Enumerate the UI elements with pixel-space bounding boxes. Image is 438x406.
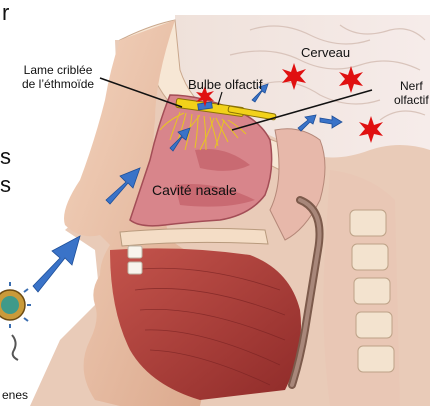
- cropped-text-mid-2: s: [0, 172, 11, 198]
- cropped-text-bottom: enes: [2, 388, 28, 402]
- lame-criblee-line1: Lame criblée: [22, 64, 94, 78]
- bulbe-olfactif-label: Bulbe olfactif: [188, 78, 262, 93]
- lame-criblee-label: Lame criblée de l’éthmoïde: [22, 64, 94, 92]
- nerf-line1: Nerf: [394, 80, 429, 94]
- nerf-line2: olfactif: [394, 94, 429, 108]
- cerveau-label: Cerveau: [301, 46, 350, 61]
- cropped-text-mid-1: s: [0, 144, 11, 170]
- lower-tooth: [128, 262, 142, 274]
- cavite-nasale-label: Cavité nasale: [152, 182, 237, 198]
- nerf-olfactif-label: Nerf olfactif: [394, 80, 429, 108]
- upper-tooth: [128, 246, 142, 258]
- cropped-text-top: r: [2, 0, 9, 26]
- lame-criblee-line2: de l’éthmoïde: [22, 78, 94, 92]
